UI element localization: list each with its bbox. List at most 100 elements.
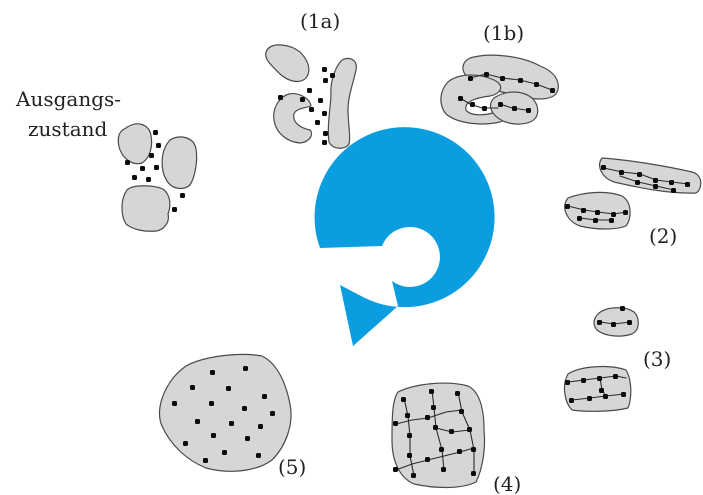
dopant-dot xyxy=(653,178,658,183)
dopant-dot xyxy=(565,204,570,209)
dopant-dot xyxy=(209,401,214,406)
dopant-dot xyxy=(621,392,626,397)
dopant-dot xyxy=(146,177,151,182)
dopant-dot xyxy=(393,467,398,472)
dopant-dot xyxy=(685,182,690,187)
dopant-dot xyxy=(498,102,503,107)
dopant-dot xyxy=(393,421,398,426)
dopant-dot xyxy=(258,424,263,429)
dopant-dot xyxy=(401,397,406,402)
particle xyxy=(266,45,309,82)
dopant-dot xyxy=(577,216,582,221)
dopant-dot xyxy=(611,322,616,327)
dopant-dot xyxy=(318,98,323,103)
dopant-dot xyxy=(322,111,327,116)
dopant-dot xyxy=(468,76,473,81)
dopant-dot xyxy=(484,72,489,77)
dopant-dot xyxy=(433,425,438,430)
dopant-dot xyxy=(195,419,200,424)
dopant-dot xyxy=(242,406,247,411)
dopant-dot xyxy=(467,427,472,432)
dopant-dot xyxy=(425,457,430,462)
dopant-dot xyxy=(459,409,464,414)
dopant-dot xyxy=(411,473,416,478)
dopant-dot xyxy=(278,95,283,100)
start-state-label-line1: Ausgangs- xyxy=(15,87,121,111)
dopant-dot xyxy=(154,165,159,170)
dopant-dot xyxy=(323,131,328,136)
dopant-dot xyxy=(132,175,137,180)
stage-2-group: (2) xyxy=(565,158,701,248)
dopant-dot xyxy=(222,450,227,455)
start-state-label-line2: zustand xyxy=(28,117,108,141)
dopant-dot xyxy=(597,320,602,325)
dopant-dot xyxy=(457,449,462,454)
dopant-dot xyxy=(619,170,624,175)
dopant-dot xyxy=(620,306,625,311)
dopant-dot xyxy=(671,188,676,193)
dopant-dot xyxy=(307,88,312,93)
dopant-dot xyxy=(330,73,335,78)
dopant-dot xyxy=(210,370,215,375)
dopant-dot xyxy=(470,102,475,107)
particle xyxy=(122,186,170,231)
dopant-dot xyxy=(627,320,632,325)
dopant-dot xyxy=(262,394,267,399)
dopant-dot xyxy=(172,207,177,212)
stage-1a-group: (1a) xyxy=(266,9,357,148)
dopant-dot xyxy=(601,165,606,170)
dopant-dot xyxy=(599,388,604,393)
dopant-dot xyxy=(300,97,305,102)
stage-1a-label: (1a) xyxy=(300,9,340,33)
stage-4-label: (4) xyxy=(493,472,521,495)
dopant-dot xyxy=(156,143,161,148)
dopant-dot xyxy=(609,218,614,223)
dopant-dot xyxy=(518,78,523,83)
dopant-dot xyxy=(172,401,177,406)
dopant-dot xyxy=(140,166,145,171)
dopant-dot xyxy=(431,405,436,410)
dopant-dot xyxy=(623,210,628,215)
dopant-dot xyxy=(315,120,320,125)
dopant-dot xyxy=(482,106,487,111)
dopant-dot xyxy=(471,471,476,476)
dopant-dot xyxy=(512,106,517,111)
cycle-arrow-icon xyxy=(315,127,495,346)
dopant-dot xyxy=(581,208,586,213)
dopant-dot xyxy=(593,218,598,223)
dopant-dot xyxy=(471,447,476,452)
dopant-dot xyxy=(425,415,430,420)
dopant-dot xyxy=(322,140,327,145)
dopant-dot xyxy=(565,380,570,385)
dopant-dot xyxy=(550,88,555,93)
dopant-dot xyxy=(149,153,154,158)
stage-5-group: (5) xyxy=(159,354,306,479)
dopant-dot xyxy=(245,436,250,441)
particle xyxy=(162,137,197,188)
stage-5-label: (5) xyxy=(278,455,306,479)
dopant-dot xyxy=(441,467,446,472)
dopant-dot xyxy=(603,394,608,399)
dopant-dot xyxy=(611,212,616,217)
dopant-dot xyxy=(635,180,640,185)
dopant-dot xyxy=(500,76,505,81)
dopant-dot xyxy=(180,193,185,198)
dopant-dot xyxy=(595,210,600,215)
stage-3-label: (3) xyxy=(643,347,671,371)
dopant-dot xyxy=(256,453,261,458)
particle xyxy=(600,158,701,193)
dopant-dot xyxy=(587,396,592,401)
stage-1b-label: (1b) xyxy=(483,21,524,45)
particle xyxy=(118,124,151,164)
dopant-dot xyxy=(669,180,674,185)
dopant-dot xyxy=(449,429,454,434)
dopant-dot xyxy=(229,421,234,426)
start-state-group: Ausgangs- zustand xyxy=(15,87,197,231)
dopant-dot xyxy=(569,398,574,403)
dopant-dot xyxy=(323,78,328,83)
stage-3-group: (3) xyxy=(565,306,672,411)
particle xyxy=(565,367,631,412)
stage-2-label: (2) xyxy=(649,224,677,248)
dopant-dot xyxy=(429,389,434,394)
